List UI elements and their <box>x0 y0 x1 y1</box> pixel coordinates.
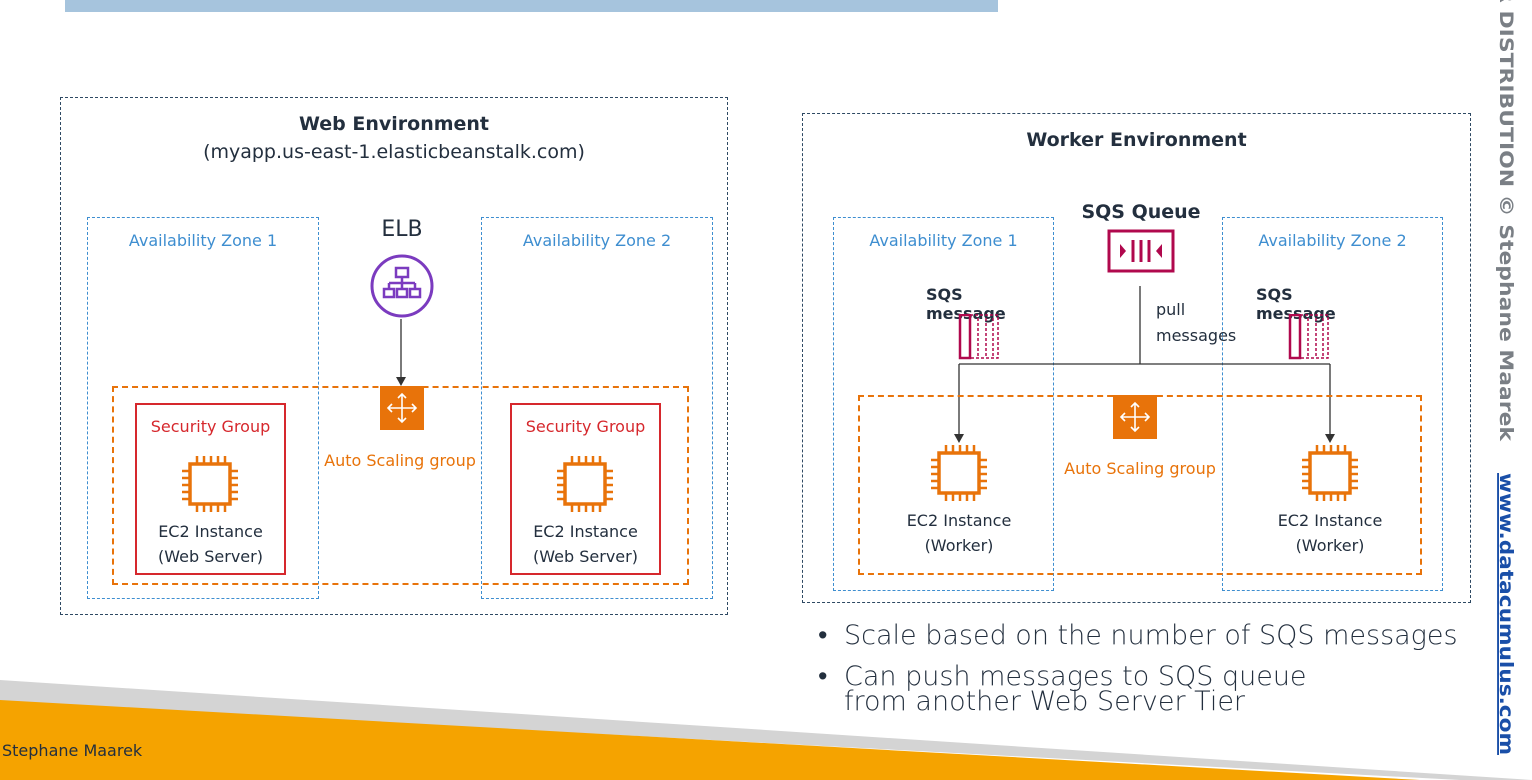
worker-environment-box <box>802 113 1471 603</box>
bullet-text-2: Can push messages to SQS queue from anot… <box>844 661 1307 717</box>
web-environment-box <box>60 97 728 615</box>
web-az2-box <box>481 217 713 599</box>
elb-label: ELB <box>381 217 423 242</box>
sqs-queue-icon <box>1107 229 1175 273</box>
bullet-text-1: Scale based on the number of SQS message… <box>844 620 1458 651</box>
pull-messages-line2: messages <box>1156 326 1237 345</box>
bullet-item: • Can push messages to SQS queue from an… <box>818 661 1378 717</box>
worker-asg-label: Auto Scaling group <box>1064 459 1216 478</box>
title-bar: Web Server Tier vs. Worker Tier <box>65 0 998 12</box>
worker-instance2-label: EC2 Instance (Worker) <box>1255 508 1405 558</box>
worker-az2-label: Availability Zone 2 <box>1258 231 1407 250</box>
worker-instance2-line1: EC2 Instance <box>1277 511 1383 530</box>
web-env-subtitle: (myapp.us-east-1.elasticbeanstalk.com) <box>203 141 585 163</box>
footer-author: Stephane Maarek <box>2 741 143 760</box>
web-sg2-label: Security Group <box>525 417 646 436</box>
pull-messages-connector <box>954 286 1335 443</box>
ec2-chip-icon <box>931 445 987 501</box>
auto-scaling-icon <box>1113 395 1157 439</box>
worker-env-title: Worker Environment <box>1026 129 1247 151</box>
web-instance1-label: EC2 Instance (Web Server) <box>135 519 286 569</box>
web-sg2-box <box>510 403 661 575</box>
bullet-item: • Scale based on the number of SQS messa… <box>818 620 1458 651</box>
web-sg1-box <box>135 403 286 575</box>
worker-instance1-line2: (Worker) <box>924 536 994 555</box>
pull-messages-label: pull messages <box>1156 297 1236 349</box>
copyright-watermark: R DISTRIBUTION © Stephane Maarek www.dat… <box>1495 0 1517 755</box>
watermark-link[interactable]: www.datacumulus.com <box>1495 473 1517 755</box>
web-instance2-label: EC2 Instance (Web Server) <box>510 519 661 569</box>
worker-az2-box <box>1222 217 1443 591</box>
worker-az1-label: Availability Zone 1 <box>869 231 1018 250</box>
web-az1-label: Availability Zone 1 <box>128 231 278 250</box>
elb-icon <box>370 254 434 318</box>
web-env-title: Web Environment <box>298 113 490 135</box>
worker-instance1-label: EC2 Instance (Worker) <box>884 508 1034 558</box>
elb-to-asg-arrow <box>396 319 406 386</box>
worker-az1-box <box>833 217 1054 591</box>
page-title: Web Server Tier vs. Worker Tier <box>75 0 958 11</box>
ec2-chip-icon <box>182 456 238 512</box>
web-asg-label: Auto Scaling group <box>324 451 476 470</box>
ec2-chip-icon <box>557 456 613 512</box>
worker-instance2-line2: (Worker) <box>1295 536 1365 555</box>
web-instance2-line1: EC2 Instance <box>533 522 638 541</box>
web-instance1-line2: (Web Server) <box>158 547 263 566</box>
pull-messages-line1: pull <box>1156 300 1186 319</box>
web-az2-label: Availability Zone 2 <box>522 231 672 250</box>
web-instance1-line1: EC2 Instance <box>158 522 263 541</box>
ec2-chip-icon <box>1302 445 1358 501</box>
web-sg1-label: Security Group <box>150 417 271 436</box>
watermark-text: R DISTRIBUTION © Stephane Maarek <box>1495 0 1517 441</box>
footer-band <box>0 680 1532 780</box>
web-instance2-line2: (Web Server) <box>533 547 638 566</box>
sqs-message-icon <box>1288 314 1329 360</box>
sqs-message-icon <box>958 314 999 360</box>
auto-scaling-icon <box>380 386 424 430</box>
web-az1-box <box>87 217 319 599</box>
sqs-queue-label: SQS Queue <box>1081 201 1201 223</box>
worker-instance1-line1: EC2 Instance <box>906 511 1012 530</box>
